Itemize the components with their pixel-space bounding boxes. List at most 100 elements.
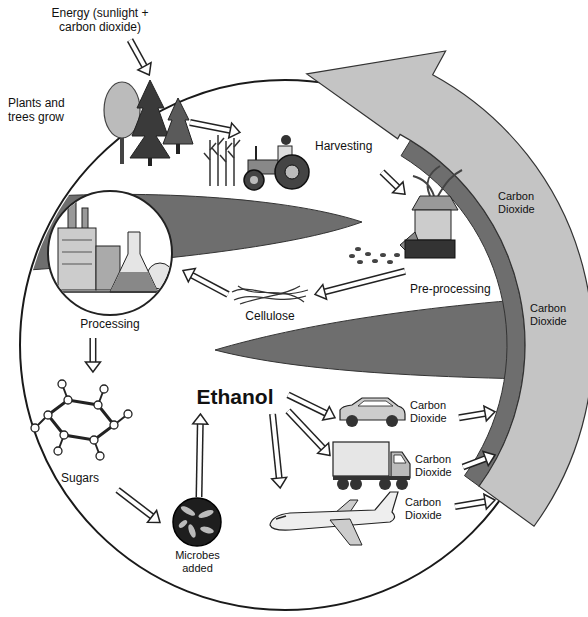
- arrow-head: [484, 494, 495, 509]
- preprocessing-stage: Pre-processing: [405, 185, 505, 300]
- tractor-icon: [275, 155, 309, 189]
- processing-plant: [62, 252, 92, 253]
- carbon-dioxide-arrow: [307, 51, 588, 526]
- microbes-icon: [178, 504, 215, 538]
- microbes-icon: [178, 519, 189, 529]
- cellulose-fibers: [232, 286, 308, 304]
- arrow-head: [315, 285, 327, 300]
- car-use: Carbon Dioxide: [335, 393, 459, 438]
- sugar-molecule: [64, 396, 72, 404]
- flow-arrow: [463, 451, 495, 467]
- arrow-fill: [324, 271, 405, 292]
- tractor-icon: [244, 170, 264, 190]
- sugar-molecule: [110, 421, 118, 429]
- arrow-outline: [324, 271, 405, 292]
- cellulose-fibers: [232, 289, 308, 294]
- stage-label: Plants and trees grow: [8, 97, 78, 125]
- arrow-outline: [288, 411, 324, 449]
- sugar-molecule: [124, 410, 132, 418]
- preprocessing-machine: [349, 166, 462, 264]
- flow-arrow: [85, 338, 100, 372]
- microbes-icon: [180, 504, 197, 517]
- microbes-icon: [197, 508, 214, 519]
- arrow-fill: [118, 490, 153, 517]
- airplane-use: Carbon Dioxide: [265, 488, 455, 550]
- cellulose-stage: Cellulose: [228, 280, 315, 328]
- tractor-icon: [244, 135, 309, 190]
- stage-label: Processing: [40, 318, 180, 332]
- arrow-outline: [288, 395, 327, 414]
- stage-label: Carbon Dioxide: [415, 453, 460, 478]
- arrow-fill: [455, 501, 486, 506]
- sugar-molecule: [60, 431, 68, 439]
- flow-arrow: [382, 172, 405, 194]
- energy-label: Energy (sunlight + carbon dioxide): [40, 4, 160, 40]
- processing-plant: [48, 191, 172, 315]
- arrow-outline: [382, 172, 399, 188]
- stage-label: Carbon Dioxide: [530, 302, 576, 327]
- ethanol-product: Ethanol: [185, 382, 288, 414]
- arrow-head: [148, 510, 160, 522]
- trees-icon: [176, 144, 180, 154]
- arrow-fill: [273, 414, 280, 479]
- flow-arrow: [288, 411, 330, 456]
- tractor-icon: [285, 165, 299, 179]
- truck-icon: [394, 455, 406, 463]
- arrow-head: [272, 477, 287, 488]
- preprocessing-machine: [357, 260, 363, 264]
- stage-label: Energy (sunlight + carbon dioxide): [50, 7, 150, 35]
- stage-label: Cellulose: [228, 310, 312, 324]
- trees-icon: [148, 158, 152, 166]
- preprocessing-machine: [380, 253, 386, 257]
- stage-label: Carbon Dioxide: [410, 399, 456, 424]
- flow-arrow: [315, 271, 405, 299]
- sugar-molecule: [54, 447, 62, 455]
- sugar-molecule: [90, 436, 98, 444]
- harvesting-stage: Harvesting: [240, 118, 382, 190]
- sugar-molecule: [100, 385, 108, 393]
- preprocessing-machine: [405, 240, 455, 258]
- preprocessing-machine: [349, 254, 355, 258]
- preprocessing-machine: [387, 260, 393, 264]
- tractor-icon: [255, 146, 257, 160]
- trees-icon: [104, 80, 193, 166]
- arrow-outline: [190, 123, 231, 131]
- microbes-icon: [173, 498, 221, 546]
- arrow-fill: [91, 338, 95, 363]
- preprocessing-machine: [372, 259, 378, 263]
- arrow-fill: [130, 40, 145, 67]
- car-icon: [340, 398, 405, 427]
- sugar-molecule: [31, 380, 132, 460]
- arrow-head: [483, 451, 495, 465]
- processing-plant: [62, 264, 92, 265]
- flow-arrow: [118, 490, 160, 523]
- carbon-dioxide-arrow: [307, 51, 588, 526]
- processing-plant: [40, 200, 180, 292]
- airplane-icon: [330, 519, 362, 545]
- flow-arrow: [455, 494, 495, 509]
- tractor-icon: [250, 176, 258, 184]
- flow-arrow: [183, 269, 228, 295]
- microbes-icon: [173, 498, 221, 546]
- arrow-fill: [190, 123, 231, 131]
- flow-arrow: [459, 406, 495, 421]
- truck-icon: [350, 478, 362, 490]
- arrow-fill: [382, 172, 399, 188]
- arrow-fill: [199, 423, 200, 497]
- truck-icon: [379, 478, 391, 490]
- arrow-outline: [455, 501, 486, 506]
- flow-arrow: [190, 123, 240, 138]
- flow-arrow: [193, 414, 208, 497]
- arrow-outline: [118, 490, 153, 517]
- arrow-head: [318, 443, 330, 455]
- corn-icon: [204, 138, 240, 162]
- processing-plant: [68, 200, 76, 230]
- processing-plant: [82, 208, 88, 230]
- truck-icon: [333, 442, 389, 476]
- arrow-outline: [463, 458, 487, 467]
- stage-label: Microbes added: [160, 549, 235, 574]
- arrow-outline: [199, 423, 200, 497]
